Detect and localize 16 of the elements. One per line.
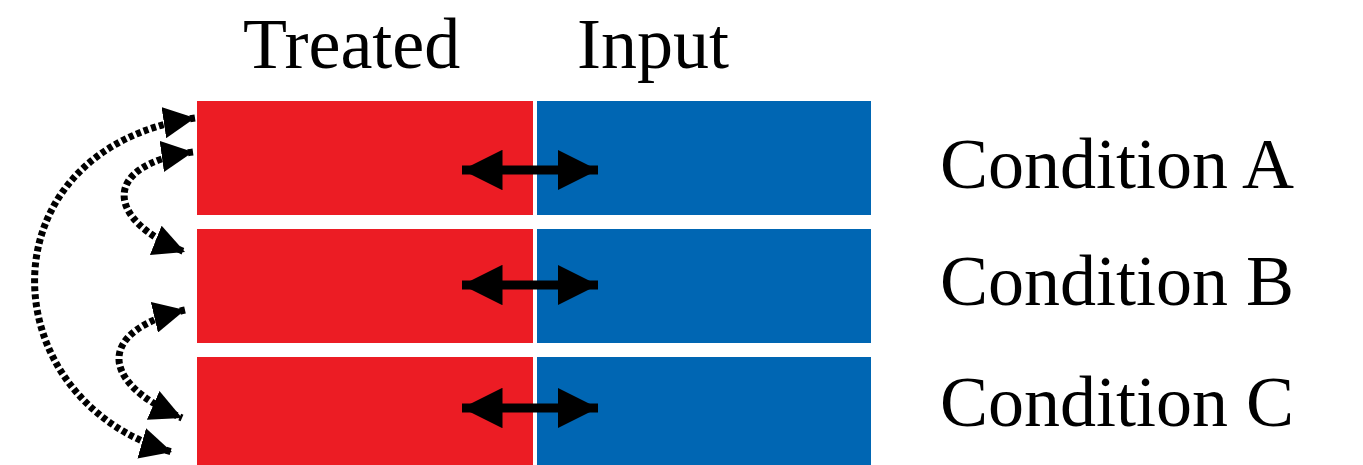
double-arrow [462, 387, 598, 429]
column-header: Treated [243, 8, 461, 80]
dotted-arrow [120, 142, 194, 256]
treated-bar [197, 229, 533, 343]
row-label: Condition C [940, 366, 1295, 438]
treated-bar [197, 101, 533, 215]
input-bar [537, 229, 871, 343]
double-arrow [462, 149, 598, 191]
input-bar [537, 101, 871, 215]
treated-bar [197, 357, 533, 465]
dotted-arrow [31, 110, 196, 456]
input-bar [537, 357, 871, 465]
row-label: Condition B [940, 245, 1295, 317]
row-label: Condition A [940, 128, 1295, 200]
double-arrow [462, 264, 598, 306]
dotted-arrow [115, 303, 186, 422]
